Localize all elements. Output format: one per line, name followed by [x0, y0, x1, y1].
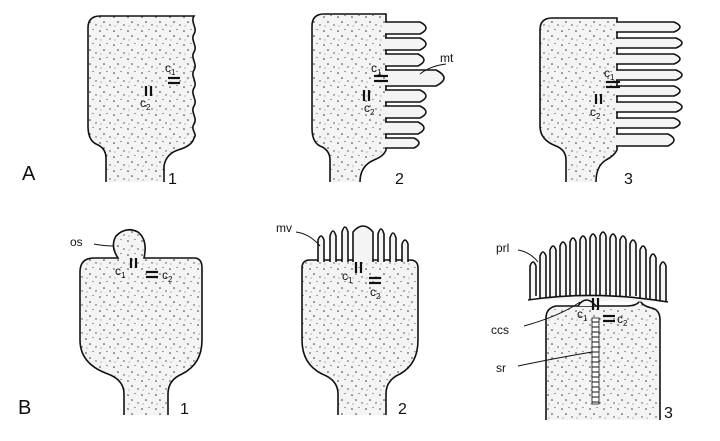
- row-label-a: A: [22, 163, 36, 185]
- row-label-b: B: [18, 397, 31, 419]
- cell-body: [79, 228, 203, 415]
- cell-body: [311, 13, 387, 183]
- label-c2: c2: [370, 285, 381, 301]
- label-c1: c1: [342, 269, 353, 285]
- panel-b2: c1 c2 mv 2: [276, 221, 419, 418]
- mt-projection: [385, 69, 445, 87]
- panel-b3: c1 c2 prl ccs sr 3: [491, 231, 673, 422]
- cell-body: [545, 297, 661, 420]
- panel-number: 2: [395, 171, 404, 188]
- panel-number: 3: [664, 405, 673, 422]
- prl-lamellae: [527, 231, 669, 303]
- panel-a3: c1 c2 3: [539, 17, 683, 188]
- callout-leader: [523, 301, 581, 327]
- panel-b1: c1 c2 os 1: [70, 228, 203, 418]
- label-c1: c1: [115, 264, 126, 280]
- callout-mt: mt: [440, 51, 454, 65]
- panel-number: 1: [180, 401, 189, 418]
- label-c2: c2: [140, 96, 151, 112]
- callout-ccs: ccs: [491, 323, 509, 337]
- label-c2: c2: [162, 268, 173, 284]
- microvilli-fingers: [616, 21, 683, 147]
- label-c2: c2: [617, 312, 628, 328]
- panel-number: 3: [624, 171, 633, 188]
- striated-rootlet: [591, 317, 600, 405]
- label-c1: c1: [165, 61, 176, 77]
- label-c1: c1: [577, 307, 588, 323]
- callout-leader: [295, 231, 321, 247]
- callout-sr: sr: [496, 361, 506, 375]
- callout-leader: [517, 351, 593, 367]
- label-c2: c2: [364, 101, 375, 117]
- label-c2: c2: [590, 105, 601, 121]
- callout-leader: [517, 249, 539, 263]
- label-c1: c1: [604, 66, 615, 82]
- microvilli-fingers: [385, 21, 427, 149]
- panel-a2: c1 c2 mt 2: [311, 13, 454, 188]
- panel-number: 1: [168, 171, 177, 188]
- callout-prl: prl: [496, 241, 509, 255]
- panel-a1: c1 c2 1: [87, 15, 196, 188]
- cell-body: [301, 259, 419, 415]
- microvilli: [317, 225, 409, 262]
- cell-body: [87, 15, 196, 182]
- ccs-loop: [577, 299, 597, 307]
- cell-body: [539, 17, 618, 183]
- panel-number: 2: [398, 401, 407, 418]
- label-c1: c1: [371, 61, 382, 77]
- callout-leader: [93, 243, 115, 247]
- callout-mv: mv: [276, 221, 292, 235]
- callout-os: os: [70, 235, 83, 249]
- callout-leader: [419, 63, 447, 75]
